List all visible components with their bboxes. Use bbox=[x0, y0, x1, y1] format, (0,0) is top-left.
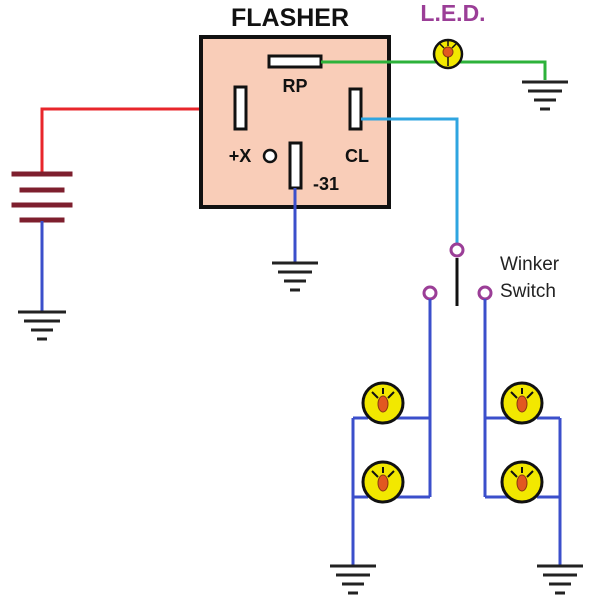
ground-symbol-left-lamps bbox=[330, 564, 376, 595]
left-lamp-wiring bbox=[351, 299, 432, 565]
switch-right-contact bbox=[477, 285, 493, 301]
flasher-title: FLASHER bbox=[231, 4, 349, 32]
power-wire bbox=[40, 107, 242, 172]
pin-plus-x-label: +X bbox=[229, 146, 252, 166]
switch-left-contact bbox=[422, 285, 438, 301]
lamp-right-top-icon bbox=[500, 381, 544, 425]
lamp-left-bottom-icon bbox=[361, 460, 405, 504]
ground-symbol-relay bbox=[272, 261, 318, 292]
pin-cl bbox=[348, 87, 363, 131]
lamp-right-bottom-icon bbox=[500, 460, 544, 504]
battery-icon bbox=[11, 171, 73, 223]
pin-rp-label: RP bbox=[282, 76, 307, 96]
pin-rp bbox=[267, 54, 323, 69]
ground-symbol-right-lamps bbox=[537, 564, 583, 595]
switch-label-line2: Switch bbox=[500, 281, 556, 302]
ground-symbol-battery bbox=[18, 310, 66, 341]
pin-minus-31-label: -31 bbox=[313, 174, 339, 194]
switch-feed-wire bbox=[361, 117, 459, 244]
led-label: L.E.D. bbox=[420, 0, 485, 26]
pin-plus-x bbox=[233, 85, 248, 131]
led-wire bbox=[321, 60, 547, 80]
pin-cl-label: CL bbox=[345, 146, 369, 166]
switch-label-line1: Winker bbox=[500, 254, 560, 275]
switch-common-contact bbox=[449, 242, 465, 258]
ground-symbol-led bbox=[522, 80, 568, 111]
led-lamp-icon bbox=[432, 38, 464, 70]
pin-minus-31 bbox=[288, 141, 303, 190]
right-lamp-wiring bbox=[483, 299, 562, 565]
relay-reference-dot bbox=[262, 148, 278, 164]
lamp-left-top-icon bbox=[361, 381, 405, 425]
